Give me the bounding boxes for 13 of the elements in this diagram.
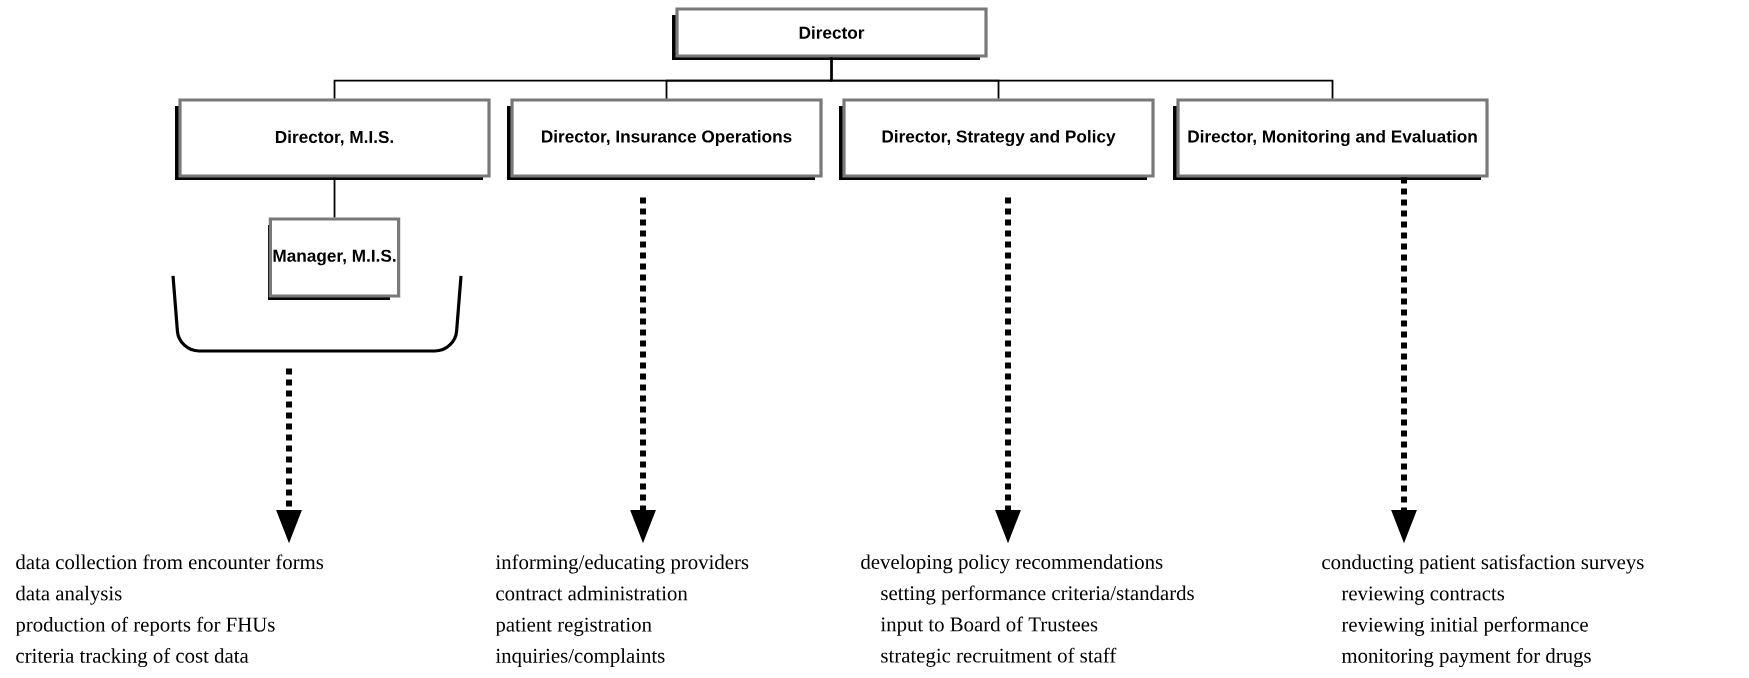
task-list: data collection from encounter forms data analysis production of reports for FHUs criteria tracking of cost data [15, 554, 324, 668]
org-box: Director, Monitoring and Evaluation [1173, 98, 1489, 180]
task-list: developing policy recommendations setting performance criteria/standards input to Board of Trustees strategic recruitment of staff [861, 554, 1194, 667]
org-box: Director [672, 7, 988, 60]
task-list: informing/educating providers contract administration patient registration inquiries/complaints [495, 554, 749, 668]
connector-line [830, 56, 1334, 100]
org-box: Director, Strategy and Policy [839, 98, 1155, 180]
org-box: Director, M.I.S. [175, 98, 491, 180]
org-box: Director, Insurance Operations [507, 98, 823, 180]
bracket [171, 275, 463, 353]
task-list: conducting patient satisfaction surveys reviewing contracts reviewing initial performance monitoring payment for drugs [1322, 554, 1644, 668]
org-box: Manager, M.I.S. [268, 217, 401, 300]
connector-line [333, 176, 336, 219]
